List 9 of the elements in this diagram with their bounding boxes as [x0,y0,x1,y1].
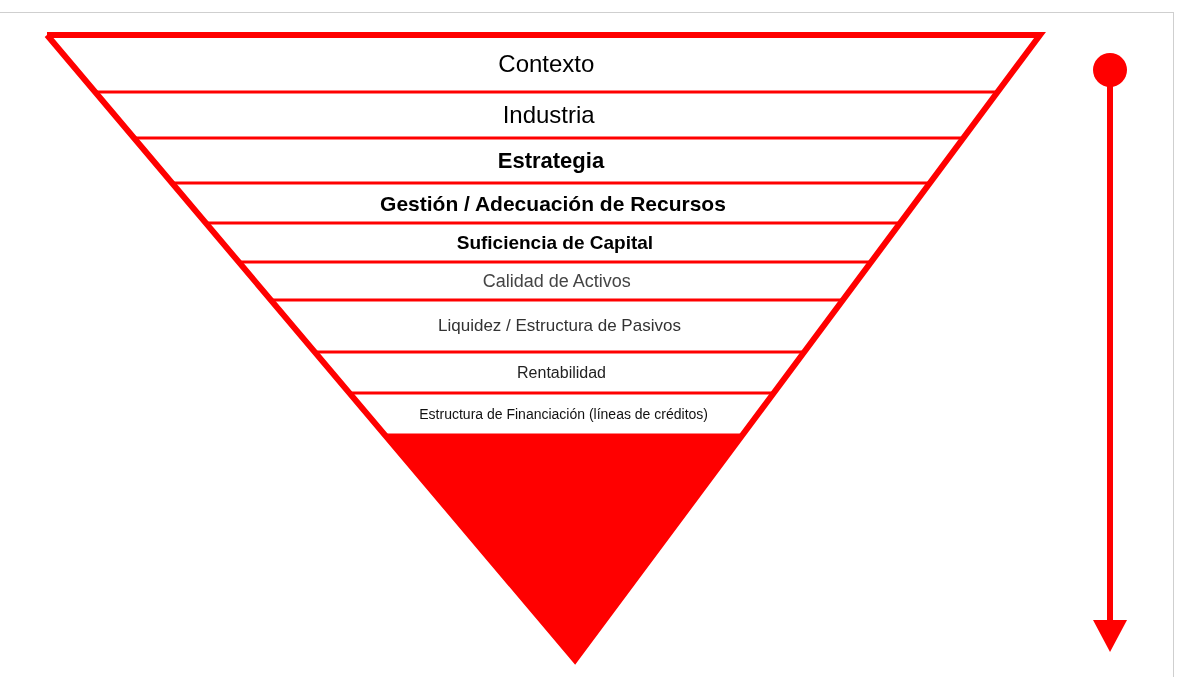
band-label: Liquidez / Estructura de Pasivos [438,317,681,336]
band-label: Estrategia [497,148,605,174]
band-label: Industria [502,102,595,129]
band-label: Contexto [498,50,595,78]
band-label: Rentabilidad [517,364,606,382]
band-label: Calidad de Activos [482,271,631,292]
band-label: Estructura de Financiación (líneas de créditos) [419,406,708,423]
band-label: Suficiencia de Capital [456,232,654,254]
band-label: Gestión / Adecuación de Recursos [380,191,726,216]
